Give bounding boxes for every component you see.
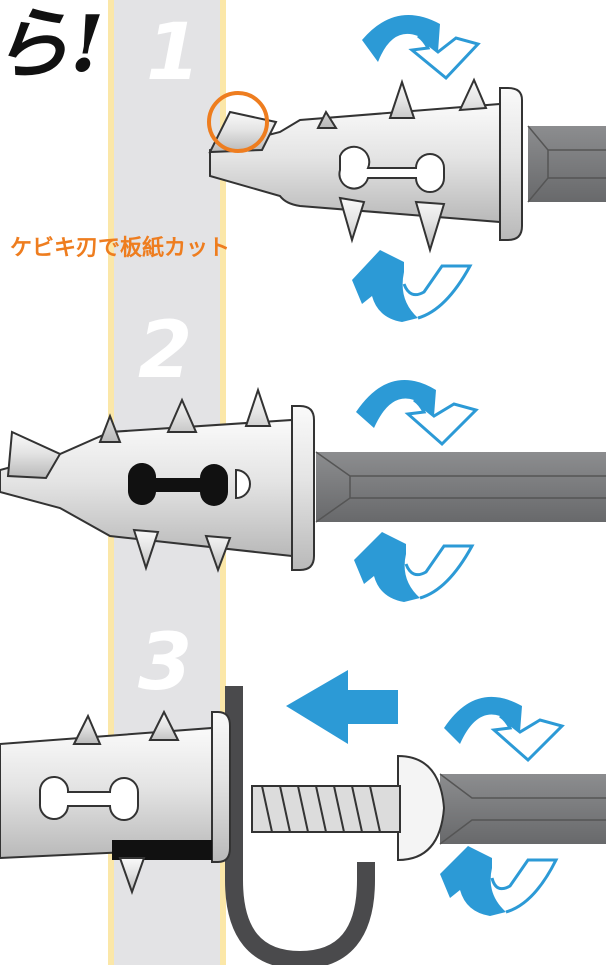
cutting-blade — [6, 430, 62, 480]
screwdriver-shaft — [440, 774, 606, 844]
step-3-illustration — [0, 670, 606, 969]
blade-cut-callout: ケビキ刃で板紙カット — [10, 236, 231, 261]
rotate-clockwise-arrow-icon — [362, 15, 440, 62]
rotate-clockwise-arrow-icon — [444, 696, 522, 744]
rotate-clockwise-arrow-outline-icon — [408, 34, 481, 81]
anchor-inner-shadow — [112, 840, 212, 860]
rotate-clockwise-arrow-icon — [352, 250, 418, 322]
rotate-clockwise-arrow-icon — [354, 532, 420, 602]
rotate-clockwise-arrow-outline-icon — [402, 264, 473, 320]
step-number-2: 2 — [138, 306, 193, 396]
push-left-arrow-icon — [286, 670, 398, 744]
anchor-slot — [338, 145, 445, 193]
step-2-illustration — [0, 379, 606, 602]
rotate-clockwise-arrow-outline-icon — [404, 544, 475, 600]
rotate-clockwise-arrow-outline-icon — [490, 858, 559, 914]
rotate-clockwise-arrow-icon — [440, 846, 506, 916]
anchor-spike-top — [316, 77, 488, 129]
anchor-spike-bottom — [338, 196, 446, 254]
step-number-3: 3 — [138, 618, 193, 708]
step-1-illustration — [207, 15, 606, 322]
anchor-spike-bottom — [132, 528, 232, 573]
anchor-flange — [291, 405, 315, 571]
anchor-flange — [211, 711, 231, 863]
blade-highlight-circle — [207, 91, 269, 153]
headline-fragment: ら! — [0, 0, 105, 90]
anchor-flange — [499, 87, 523, 241]
screwdriver-shaft — [528, 126, 606, 202]
anchor-slot — [127, 462, 228, 506]
rotate-clockwise-arrow-outline-icon — [490, 714, 565, 763]
screwdriver-shaft — [316, 452, 606, 522]
anchor-slot — [38, 775, 139, 821]
rotate-clockwise-arrow-outline-icon — [404, 398, 479, 447]
anchor-spike-top — [98, 386, 272, 443]
hook — [225, 686, 375, 969]
anchor-spike-top — [72, 709, 180, 745]
screw-head — [397, 754, 446, 862]
rotate-clockwise-arrow-icon — [356, 379, 436, 428]
anchor-spike-bottom — [118, 857, 146, 896]
step-number-1: 1 — [146, 8, 201, 98]
